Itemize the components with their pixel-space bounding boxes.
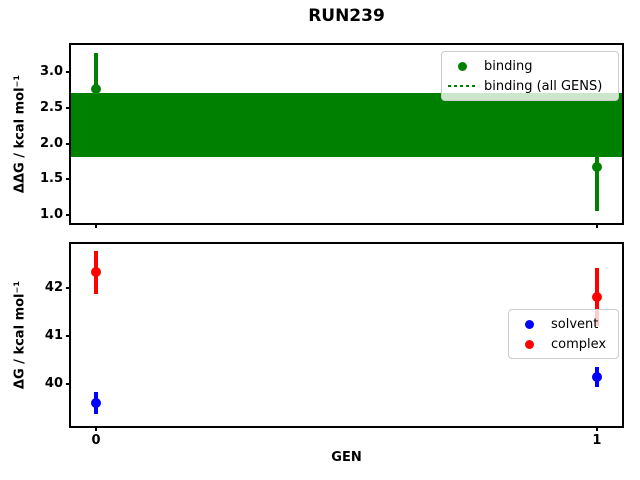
- y-tick: [66, 334, 71, 337]
- data-point-solvent: [591, 371, 602, 382]
- y-tick-label: 1.0: [39, 207, 63, 223]
- x-tick: [95, 223, 98, 228]
- y-tick: [66, 71, 71, 74]
- x-axis-label: GEN: [331, 450, 362, 465]
- legend-item-complex: complex: [515, 334, 612, 354]
- legend-item-binding-all-gens: binding (all GENS): [448, 76, 612, 96]
- y-tick: [66, 382, 71, 385]
- y-tick-label: 3.0: [39, 64, 63, 80]
- legend-item-binding: binding: [448, 56, 612, 76]
- data-point-binding: [591, 162, 602, 173]
- y-tick-label: 2.0: [39, 135, 63, 151]
- x-tick-label: 0: [91, 433, 101, 448]
- uncertainty-band: [71, 92, 622, 158]
- binding-dot-icon: [457, 61, 467, 71]
- data-point-complex: [91, 267, 102, 278]
- x-tick: [595, 223, 598, 228]
- y-tick: [66, 287, 71, 290]
- y-tick-label: 41: [44, 327, 63, 343]
- y-tick-label: 1.5: [39, 171, 63, 187]
- y-tick: [66, 214, 71, 217]
- y-tick: [66, 142, 71, 145]
- x-tick: [95, 426, 98, 431]
- x-tick-label: 1: [592, 433, 602, 448]
- legend-label-binding: binding: [484, 58, 533, 74]
- legend-label-complex: complex: [551, 336, 607, 352]
- x-tick: [595, 426, 598, 431]
- data-point-binding: [91, 84, 102, 95]
- binding-all-gens-dotted-line-icon: [448, 85, 476, 87]
- legend-item-solvent: solvent: [515, 314, 612, 334]
- legend-label-binding-all-gens: binding (all GENS): [484, 78, 603, 94]
- top-axes: [69, 43, 624, 225]
- legend-bottom: solvent complex: [508, 309, 619, 359]
- solvent-dot-icon: [524, 319, 534, 329]
- y-tick-label: 42: [44, 280, 63, 296]
- y-tick: [66, 178, 71, 181]
- legend-top: binding binding (all GENS): [441, 51, 619, 101]
- y-tick-label: 40: [44, 375, 63, 391]
- y-tick-label: 2.5: [39, 99, 63, 115]
- y-tick: [66, 106, 71, 109]
- complex-dot-icon: [524, 339, 534, 349]
- figure-title: RUN239: [308, 6, 385, 26]
- legend-label-solvent: solvent: [551, 316, 599, 332]
- data-point-complex: [591, 292, 602, 303]
- data-point-solvent: [91, 398, 102, 408]
